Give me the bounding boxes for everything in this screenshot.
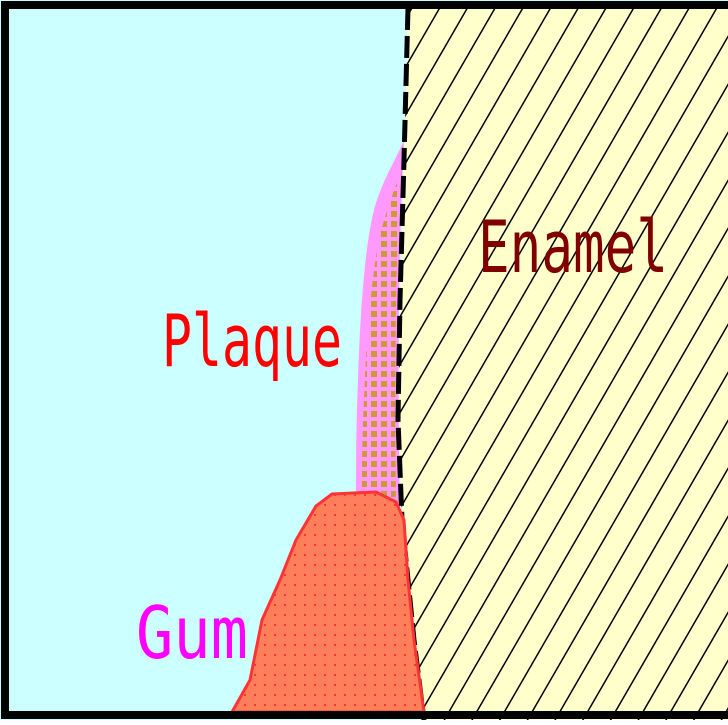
enamel-label: Enamel bbox=[478, 205, 668, 289]
enamel-hatching bbox=[398, 8, 728, 720]
plaque-label: Plaque bbox=[162, 299, 342, 383]
gum-label: Gum bbox=[136, 591, 248, 675]
